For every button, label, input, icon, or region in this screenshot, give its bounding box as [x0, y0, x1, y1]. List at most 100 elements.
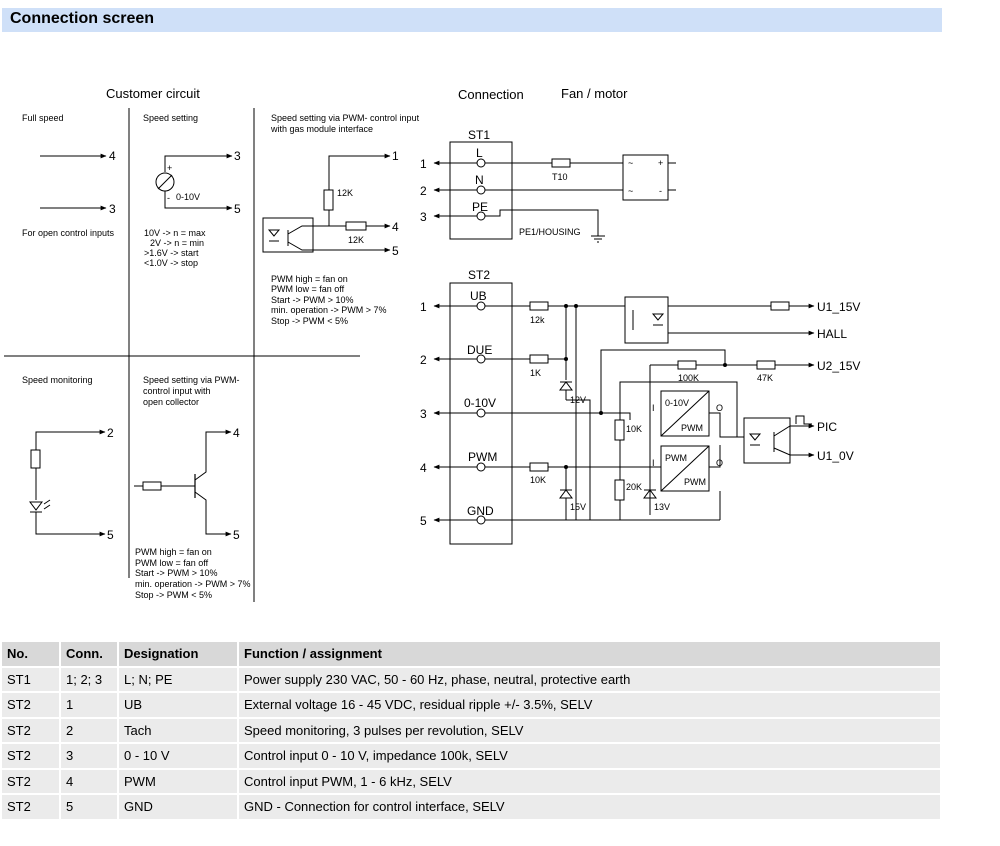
- customer-circuit-title: Customer circuit: [106, 86, 200, 101]
- io-label: I: [652, 403, 655, 413]
- converter-label: 0-10V: [665, 398, 689, 408]
- pin-label: 4: [233, 426, 240, 440]
- table-cell: GND: [118, 794, 239, 821]
- pwm-open-collector-circuit: Speed setting via PWM- control input wit…: [134, 375, 251, 600]
- column-header: Conn.: [60, 642, 119, 668]
- table-cell: Tach: [118, 717, 239, 744]
- table-cell: Speed monitoring, 3 pulses per revolutio…: [238, 717, 942, 744]
- note-line: Start -> PWM > 10%: [271, 295, 354, 305]
- pin-number: 3: [420, 210, 427, 224]
- resistor-icon: [756, 360, 776, 370]
- table-cell: 5: [60, 794, 119, 821]
- pin-label: 5: [234, 202, 241, 216]
- resistor-icon: [142, 481, 162, 491]
- fuse-label: T10: [552, 172, 568, 182]
- converter-label: PWM: [665, 453, 687, 463]
- section-header: Connection screen: [2, 8, 942, 32]
- note-line: 2V -> n = min: [150, 238, 204, 248]
- zener-diode-icon: [559, 381, 573, 391]
- wiring-diagram: Customer circuit Full speed 4 3 For open…: [4, 86, 860, 602]
- full-speed-note: For open control inputs: [22, 228, 115, 238]
- table-row: ST2 2 Tach Speed monitoring, 3 pulses pe…: [2, 717, 942, 744]
- resistor-label: 12K: [337, 188, 353, 198]
- converter-label: PWM: [681, 423, 703, 433]
- table-cell: 4: [60, 768, 119, 795]
- speed-monitoring-circuit: Speed monitoring 2 5: [22, 375, 114, 542]
- table-cell: Power supply 230 VAC, 50 - 60 Hz, phase,…: [238, 666, 942, 693]
- table-cell: ST2: [2, 794, 61, 821]
- hall-optocoupler-icon: [624, 296, 669, 344]
- table-row: ST2 5 GND GND - Connection for control i…: [2, 794, 942, 821]
- table-cell: 1; 2; 3: [60, 666, 119, 693]
- table-cell: L; N; PE: [118, 666, 239, 693]
- range-label: 0-10V: [176, 192, 200, 202]
- pin-label: 5: [392, 244, 399, 258]
- rectifier-label: ~: [628, 158, 633, 168]
- pin-label: 4: [392, 220, 399, 234]
- led-icon: [29, 501, 43, 513]
- pin-label: 5: [107, 528, 114, 542]
- polarity-label: +: [167, 163, 172, 173]
- fan-motor-title: Fan / motor: [561, 86, 628, 101]
- speed-setting-label: Speed setting: [143, 113, 198, 123]
- pin-name: PWM: [468, 450, 497, 464]
- resistor-icon: [30, 449, 41, 469]
- pin-number: 1: [420, 157, 427, 171]
- output-label: U1_0V: [817, 449, 854, 463]
- pin-number: 1: [420, 300, 427, 314]
- table-cell: 3: [60, 743, 119, 770]
- zener-label: 12V: [570, 395, 586, 405]
- pin-label: 3: [109, 202, 116, 216]
- resistor-icon: [529, 354, 549, 364]
- resistor-label: 10K: [626, 424, 642, 434]
- speed-setting-circuit: Speed setting 3 5 + - 0-10V 10V -> n = m…: [143, 113, 241, 268]
- pic-optocoupler-icon: [743, 417, 791, 464]
- output-label: PIC: [817, 420, 837, 434]
- pin-label: 2: [107, 426, 114, 440]
- table-cell: UB: [118, 692, 239, 719]
- table-cell: ST2: [2, 692, 61, 719]
- output-label: HALL: [817, 327, 847, 341]
- note-line: <1.0V -> stop: [144, 258, 198, 268]
- pin-name: UB: [470, 289, 487, 303]
- column-header: Function / assignment: [238, 642, 942, 668]
- polarity-label: -: [167, 193, 170, 203]
- rectifier-label: +: [658, 158, 663, 168]
- label-line: control input with: [143, 386, 211, 396]
- resistor-label: 12k: [530, 315, 545, 325]
- st2-connector: ST2 UB DUE 0-10V PWM GND 1 2 3 4 5 12k: [420, 268, 860, 545]
- table-cell: Control input PWM, 1 - 6 kHz, SELV: [238, 768, 942, 795]
- note-line: min. operation -> PWM > 7%: [271, 305, 387, 315]
- resistor-icon: [345, 221, 367, 231]
- table-cell: 1: [60, 692, 119, 719]
- resistor-icon: [323, 189, 334, 211]
- resistor-icon: [614, 479, 625, 501]
- note-line: Stop -> PWM < 5%: [135, 590, 212, 600]
- table-cell: External voltage 16 - 45 VDC, residual r…: [238, 692, 942, 719]
- resistor-icon: [614, 419, 625, 441]
- resistor-icon: [529, 301, 549, 311]
- table-row: ST2 4 PWM Control input PWM, 1 - 6 kHz, …: [2, 768, 942, 795]
- label-line: with gas module interface: [270, 124, 373, 134]
- table-header-row: No. Conn. Designation Function / assignm…: [2, 642, 942, 668]
- table-cell: 0 - 10 V: [118, 743, 239, 770]
- io-label: I: [652, 458, 655, 468]
- speed-monitoring-label: Speed monitoring: [22, 375, 93, 385]
- table-cell: ST2: [2, 768, 61, 795]
- pin-number: 2: [420, 184, 427, 198]
- zener-label: 15V: [570, 502, 586, 512]
- pin-label: 1: [392, 149, 399, 163]
- resistor-label: 100K: [678, 373, 699, 383]
- resistor-label: 1K: [530, 368, 541, 378]
- pin-name: 0-10V: [464, 396, 496, 410]
- page-title: Connection screen: [10, 10, 155, 27]
- st1-connector: ST1 L N PE 1 2 3 T10 PE1/HOUSING ~ ~ + -: [420, 128, 676, 243]
- pin-name: PE: [472, 200, 488, 214]
- resistor-label: 47K: [757, 373, 773, 383]
- pin-number: 3: [420, 407, 427, 421]
- pin-name: GND: [467, 504, 494, 518]
- note-line: PWM low = fan off: [135, 558, 209, 568]
- pwm-gas-module-circuit: Speed setting via PWM- control input wit…: [262, 113, 420, 326]
- column-header: Designation: [118, 642, 239, 668]
- table-row: ST1 1; 2; 3 L; N; PE Power supply 230 VA…: [2, 666, 942, 693]
